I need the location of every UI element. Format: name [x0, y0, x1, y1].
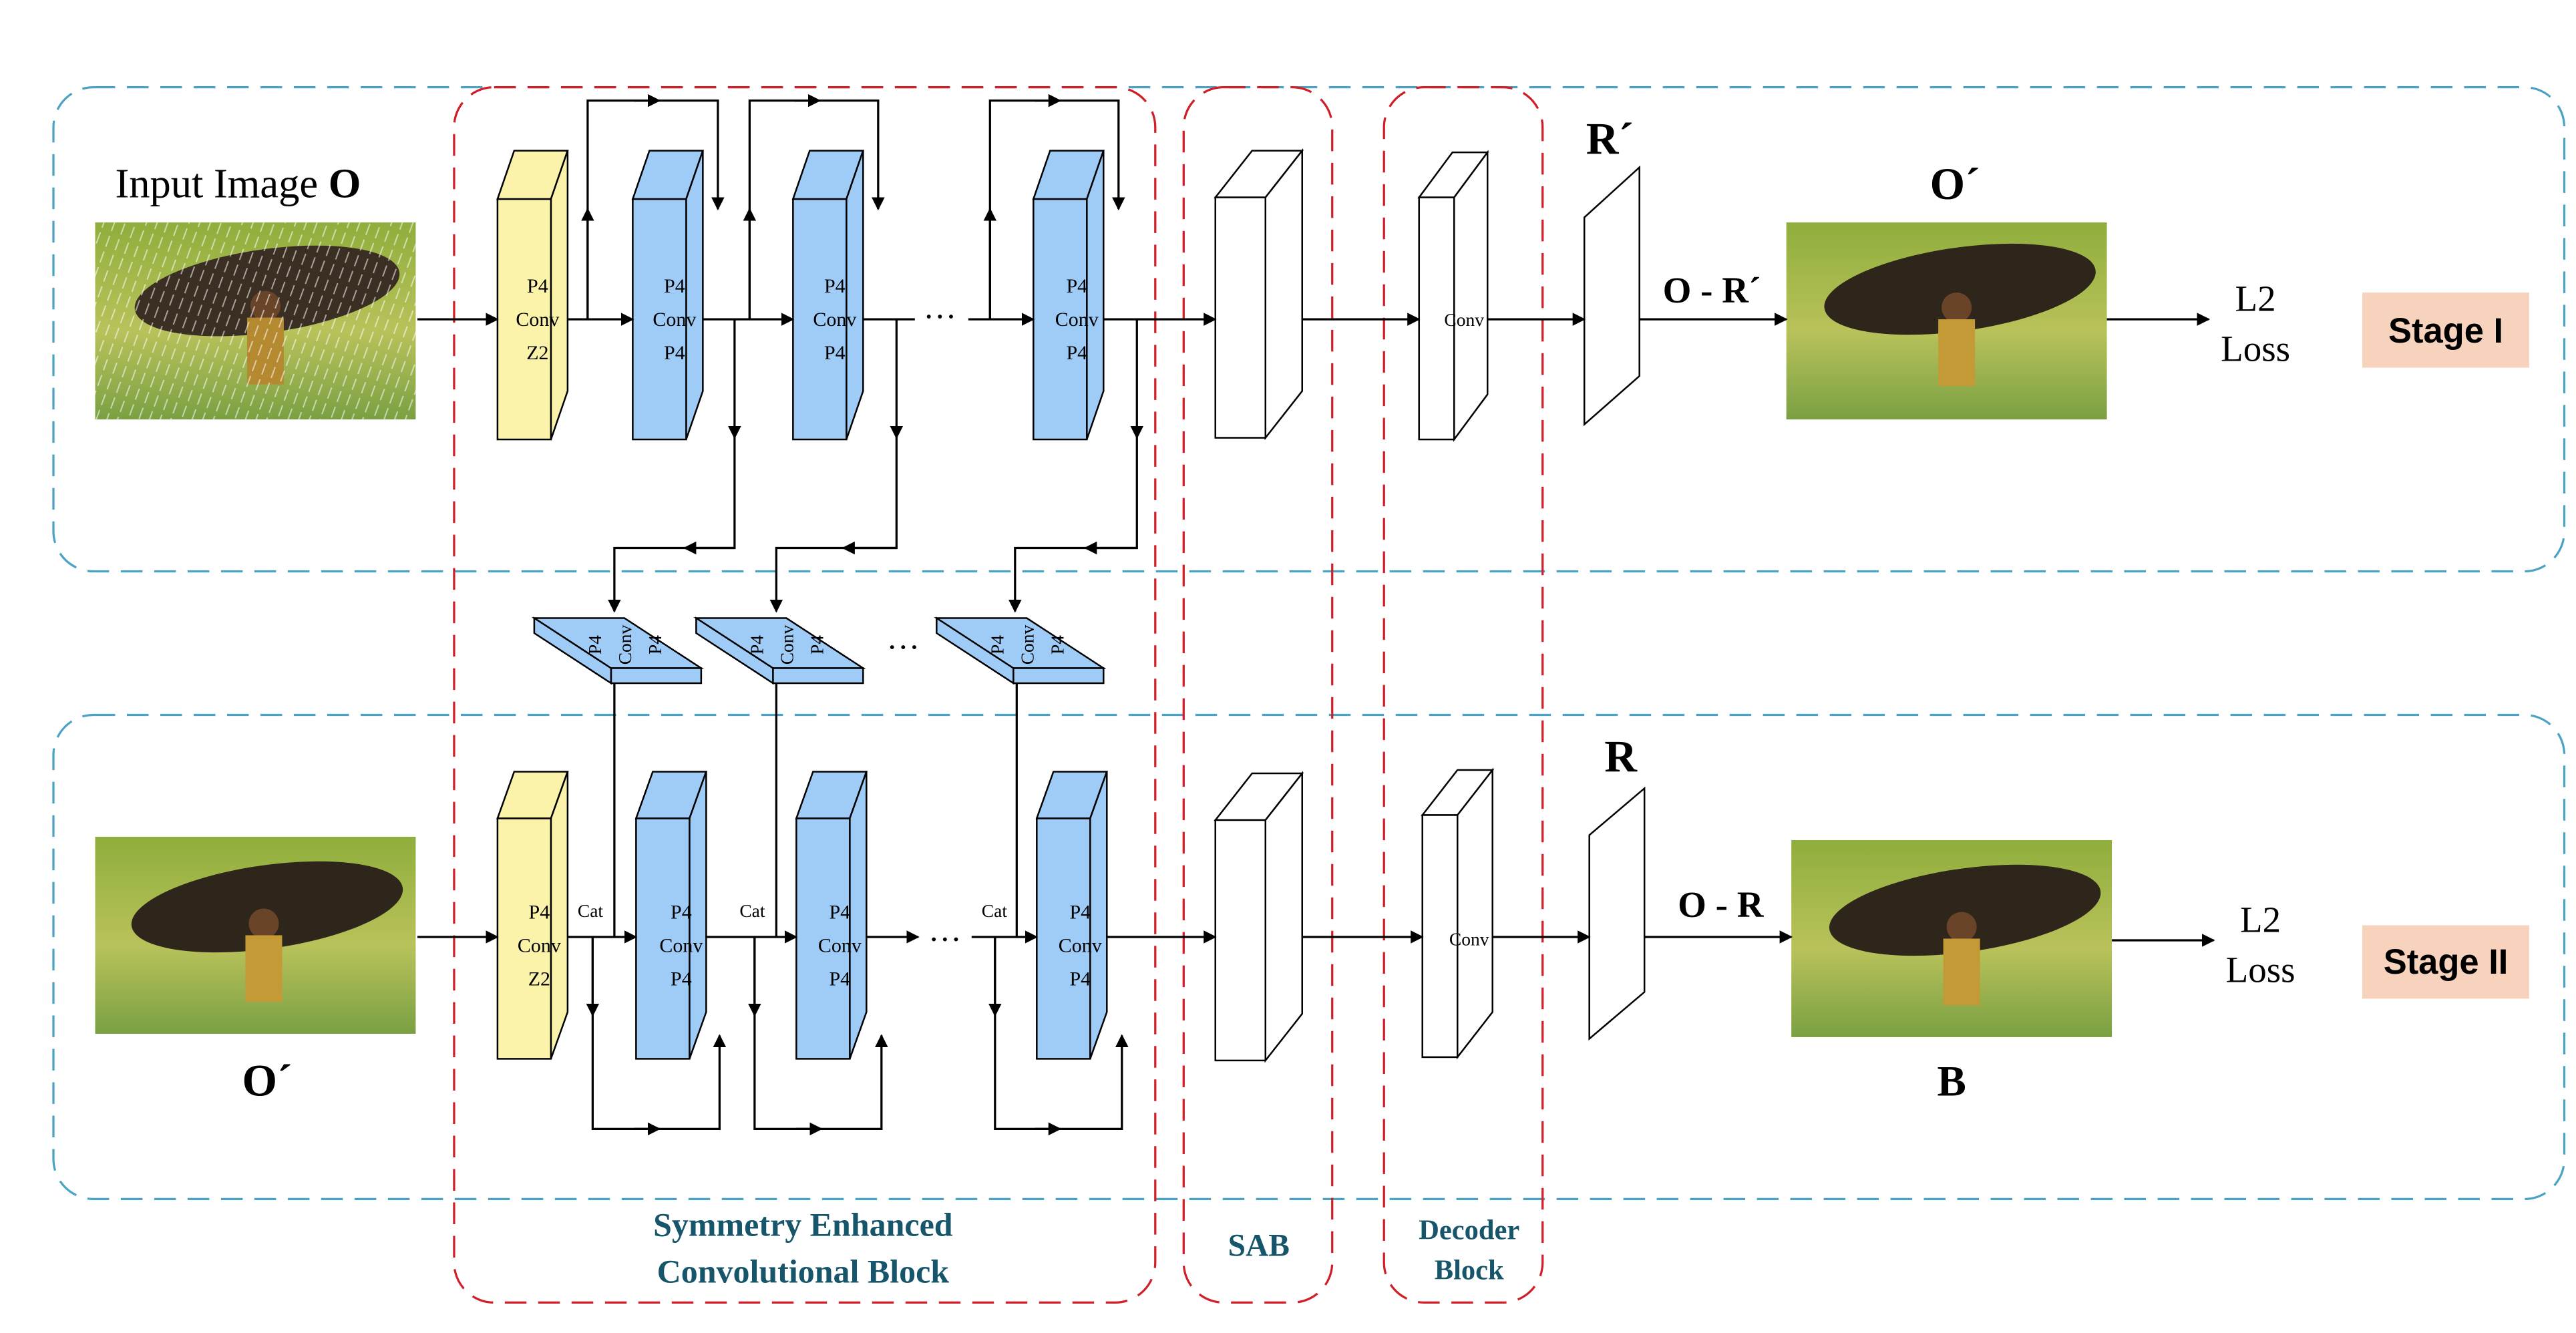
stage2-r-label: R [1604, 731, 1638, 781]
svg-text:P4: P4 [747, 635, 767, 654]
svg-text:P4: P4 [664, 275, 685, 297]
svg-text:Conv: Conv [1055, 309, 1099, 331]
svg-text:P4: P4 [1069, 901, 1091, 923]
svg-text:P4: P4 [585, 635, 605, 654]
svg-text:P4: P4 [671, 901, 692, 923]
stage1-p4-block-2: P4 Conv P4 [791, 150, 865, 441]
connector-block-2: P4 Conv P4 [693, 616, 866, 685]
stage2-p4-block-2: P4 Conv P4 [795, 771, 868, 1060]
stage2-p4-block-3: P4 Conv P4 [1035, 771, 1109, 1060]
stage2-loss-line1: L2 [2240, 899, 2281, 940]
sab-label: SAB [1228, 1228, 1290, 1263]
svg-text:P4: P4 [1066, 275, 1087, 297]
connector-block-3: P4 Conv P4 [934, 616, 1107, 685]
stage1-decoder-block: Conv [1417, 150, 1489, 442]
connector-block-1: P4 Conv P4 [531, 616, 705, 685]
connector-ellipsis: ··· [886, 628, 920, 666]
svg-text:P4: P4 [645, 635, 665, 654]
stage2-output-image [1791, 839, 2112, 1037]
svg-text:Conv: Conv [659, 934, 703, 956]
svg-text:Conv: Conv [818, 934, 862, 956]
stage1-residual-label: O - R´ [1663, 270, 1761, 311]
stage1-connections [417, 93, 2211, 613]
stage2-output-label: B [1937, 1057, 1966, 1105]
svg-text:Z2: Z2 [528, 968, 550, 990]
cat-label-1: Cat [578, 901, 604, 921]
secb-label-line2: Convolutional Block [657, 1252, 950, 1290]
decoder-label-line1: Decoder [1419, 1214, 1519, 1246]
stage2-decoder-block: Conv [1421, 767, 1495, 1060]
svg-text:Conv: Conv [1444, 310, 1484, 330]
sab-region [1182, 85, 1334, 1304]
svg-text:P4: P4 [824, 275, 846, 297]
svg-text:P4: P4 [671, 968, 692, 990]
svg-text:Conv: Conv [518, 934, 561, 956]
decoder-region [1383, 85, 1544, 1304]
stage2-loss-line2: Loss [2226, 949, 2295, 990]
stage1-output-label: O´ [1930, 159, 1980, 209]
svg-text:P4: P4 [1066, 342, 1087, 364]
stage1-r-label: R´ [1586, 114, 1634, 164]
stage1-output-image [1786, 222, 2107, 420]
stage2-z2-block: P4 Conv Z2 [496, 771, 569, 1060]
svg-text:Conv: Conv [1059, 934, 1102, 956]
svg-text:P4: P4 [1069, 968, 1091, 990]
svg-text:P4: P4 [529, 901, 550, 923]
svg-text:P4: P4 [987, 635, 1007, 654]
stage1-ellipsis: ··· [923, 298, 956, 335]
secb-label-line1: Symmetry Enhanced [653, 1205, 953, 1243]
svg-text:Conv: Conv [813, 309, 856, 331]
svg-text:Z2: Z2 [526, 342, 548, 364]
decoder-label-line2: Block [1435, 1254, 1504, 1286]
svg-text:P4: P4 [527, 275, 548, 297]
svg-text:P4: P4 [830, 968, 851, 990]
stage2-r-shape [1588, 786, 1646, 1041]
stage1-p4-block-1: P4 Conv P4 [631, 150, 705, 441]
cat-label-3: Cat [982, 901, 1008, 921]
svg-text:P4: P4 [830, 901, 851, 923]
stage1-sab-block [1214, 148, 1304, 441]
stage1-z2-block: P4 Conv Z2 [496, 150, 569, 441]
input-image-rainy [95, 222, 416, 420]
svg-text:Conv: Conv [1017, 624, 1037, 664]
stage-1-frame [52, 85, 2566, 573]
stage2-sab-block [1214, 771, 1304, 1063]
svg-text:P4: P4 [807, 635, 827, 654]
stage2-badge [2362, 925, 2530, 999]
stage2-input-label: O´ [242, 1055, 292, 1105]
svg-text:Conv: Conv [1449, 929, 1489, 949]
stage1-p4-block-3: P4 Conv P4 [1032, 150, 1105, 441]
secb-region [453, 85, 1157, 1304]
stage1-r-shape [1583, 165, 1640, 427]
svg-text:Conv: Conv [516, 309, 559, 331]
svg-text:Conv: Conv [653, 309, 696, 331]
svg-text:P4: P4 [824, 342, 846, 364]
stage2-input-image [95, 836, 416, 1034]
input-image-label: Input Image O [115, 160, 361, 207]
stage-2-frame [52, 713, 2566, 1201]
stage2-badge-text: Stage II [2384, 942, 2509, 982]
stage1-loss-line2: Loss [2221, 329, 2290, 369]
stage1-badge-text: Stage I [2388, 311, 2503, 351]
svg-text:P4: P4 [1047, 635, 1067, 654]
svg-text:Conv: Conv [615, 624, 635, 664]
stage2-residual-label: O - R [1678, 884, 1765, 925]
stage1-loss-line1: L2 [2235, 278, 2276, 319]
stage1-badge [2362, 293, 2530, 368]
stage2-connections [417, 683, 2215, 1136]
svg-text:Conv: Conv [777, 624, 797, 664]
stage2-p4-block-1: P4 Conv P4 [634, 771, 708, 1060]
svg-text:P4: P4 [664, 342, 685, 364]
cat-label-2: Cat [739, 901, 765, 921]
stage2-ellipsis: ··· [928, 920, 962, 958]
